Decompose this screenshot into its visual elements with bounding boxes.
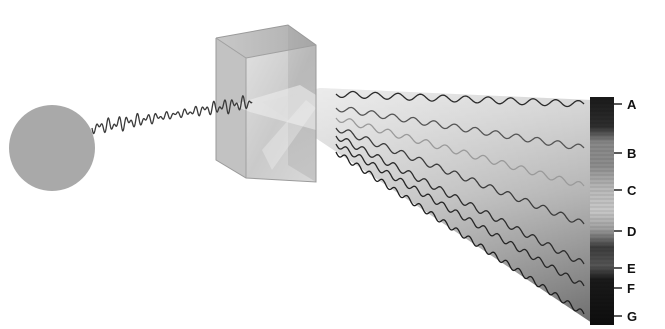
band-label-d: D <box>627 224 636 239</box>
band-label-b: B <box>627 146 636 161</box>
spectrum-band-labels: A B C D EFG <box>614 97 637 324</box>
band-label-a: A <box>627 97 637 112</box>
band-label-f: F <box>627 281 635 296</box>
band-label-c: C <box>627 183 637 198</box>
spectrum-strip <box>590 97 614 325</box>
band-label-e: E <box>627 261 636 276</box>
band-label-g: G <box>627 309 637 324</box>
light-source-circle <box>9 105 95 191</box>
